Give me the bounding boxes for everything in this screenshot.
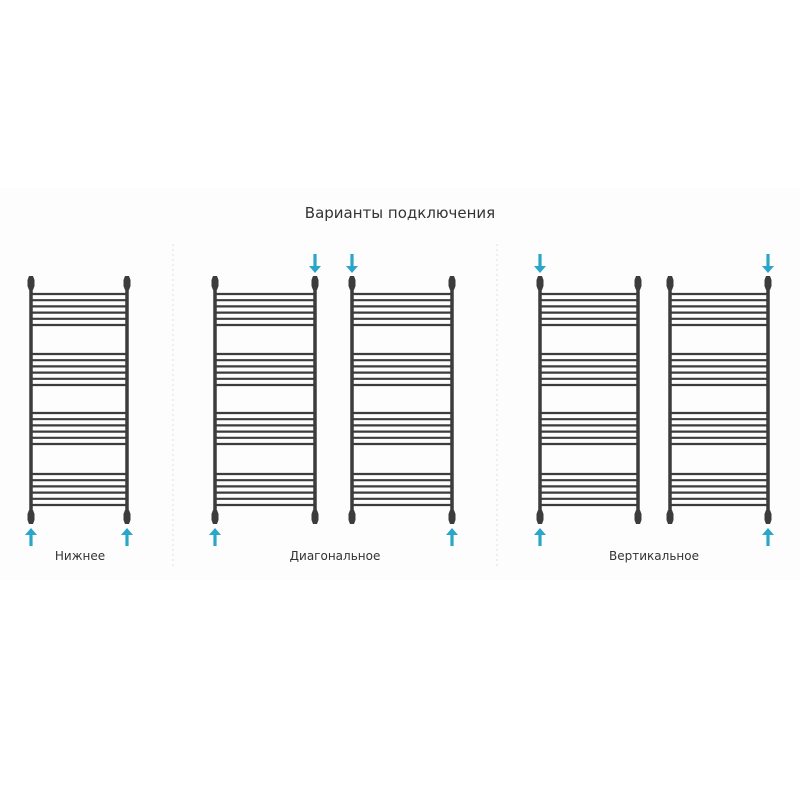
arrow-up-icon-head: [534, 528, 546, 535]
rail-cap: [764, 276, 772, 290]
rail-cap: [27, 510, 35, 524]
towel-radiator-icon: [666, 254, 774, 546]
diagram-title: Варианты подключения: [304, 204, 496, 222]
rail-cap: [634, 276, 642, 290]
towel-radiator-icon: [346, 254, 458, 546]
rail-cap: [123, 276, 131, 290]
towel-radiator-icon: [534, 254, 642, 546]
arrow-down-icon: [346, 254, 358, 273]
arrow-up-icon-head: [209, 528, 221, 535]
arrow-up-icon: [121, 528, 133, 546]
arrow-up-icon: [762, 528, 774, 546]
arrow-down-icon: [309, 254, 321, 273]
arrow-up-icon: [25, 528, 37, 546]
rail-cap: [536, 276, 544, 290]
arrow-up-icon: [446, 528, 458, 546]
rail-cap: [311, 510, 319, 524]
arrow-down-icon-head: [346, 266, 358, 273]
arrow-down-icon-head: [762, 266, 774, 273]
rail-cap: [764, 510, 772, 524]
rail-cap: [666, 510, 674, 524]
rail-cap: [348, 510, 356, 524]
rail-cap: [666, 276, 674, 290]
rail-cap: [634, 510, 642, 524]
arrow-down-icon-head: [309, 266, 321, 273]
caption-bottom-connection: Нижнее: [54, 549, 106, 563]
arrow-down-icon-head: [534, 266, 546, 273]
caption-diagonal-connection: Диагональное: [289, 549, 381, 563]
rail-cap: [348, 276, 356, 290]
arrow-up-icon-head: [25, 528, 37, 535]
rail-cap: [211, 276, 219, 290]
rail-cap: [536, 510, 544, 524]
rail-cap: [448, 510, 456, 524]
arrow-up-icon-head: [446, 528, 458, 535]
rail-cap: [27, 276, 35, 290]
towel-radiator-icon: [209, 254, 321, 546]
arrow-up-icon: [534, 528, 546, 546]
arrow-down-icon: [762, 254, 774, 273]
rail-cap: [211, 510, 219, 524]
arrow-up-icon-head: [762, 528, 774, 535]
rail-cap: [311, 276, 319, 290]
rail-cap: [448, 276, 456, 290]
caption-vertical-connection: Вертикальное: [609, 549, 699, 563]
rail-cap: [123, 510, 131, 524]
arrow-up-icon-head: [121, 528, 133, 535]
arrow-down-icon: [534, 254, 546, 273]
towel-radiator-icon: [25, 276, 133, 546]
arrow-up-icon: [209, 528, 221, 546]
